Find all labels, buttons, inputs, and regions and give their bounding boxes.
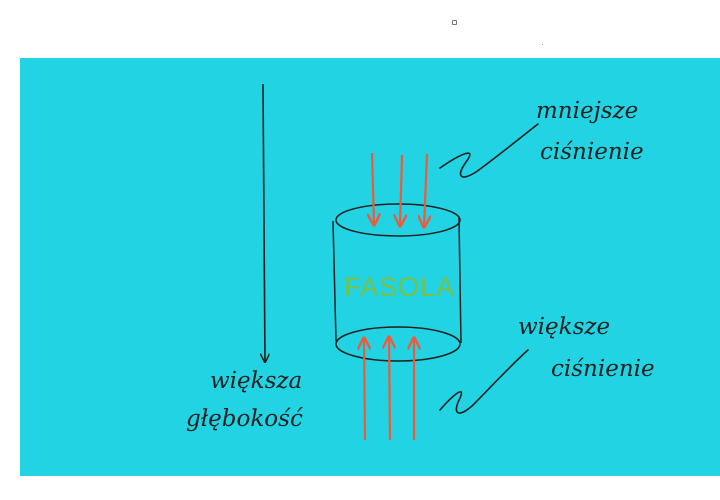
- top-pressure-label-line1: mniejsze: [536, 98, 638, 124]
- cylinder-right-side: [458, 217, 462, 344]
- top-squiggle-connector: [439, 123, 539, 178]
- cyan-background: [20, 58, 720, 476]
- bottom-arrow-2: [389, 337, 390, 441]
- depth-arrow: [263, 83, 265, 362]
- depth-label-line1: większa: [210, 368, 302, 394]
- bottom-squiggle-connector: [439, 349, 529, 414]
- cylinder-left-side: [332, 220, 337, 342]
- top-arrow-1: [372, 152, 374, 225]
- depth-label-line2: głębokość: [186, 406, 303, 432]
- stray-speck: [542, 44, 543, 45]
- cylinder-top: [335, 203, 461, 237]
- bottom-pressure-label-line2: ciśnienie: [551, 356, 655, 382]
- drawing-area: mniejsze ciśnienie większe ciśnienie wię…: [20, 58, 720, 476]
- top-pressure-label-line2: ciśnienie: [540, 139, 644, 165]
- bottom-arrow-1: [364, 338, 365, 441]
- top-pressure-arrows: [372, 152, 427, 227]
- object-label: FASOLA: [344, 272, 455, 302]
- bottom-pressure-arrows: [364, 337, 414, 441]
- top-arrow-2: [400, 154, 402, 226]
- top-arrow-3: [424, 153, 427, 227]
- bottom-pressure-label-line1: większe: [518, 314, 610, 340]
- stray-dot: [452, 20, 457, 25]
- cylinder: [332, 203, 462, 362]
- cylinder-bottom: [335, 326, 461, 362]
